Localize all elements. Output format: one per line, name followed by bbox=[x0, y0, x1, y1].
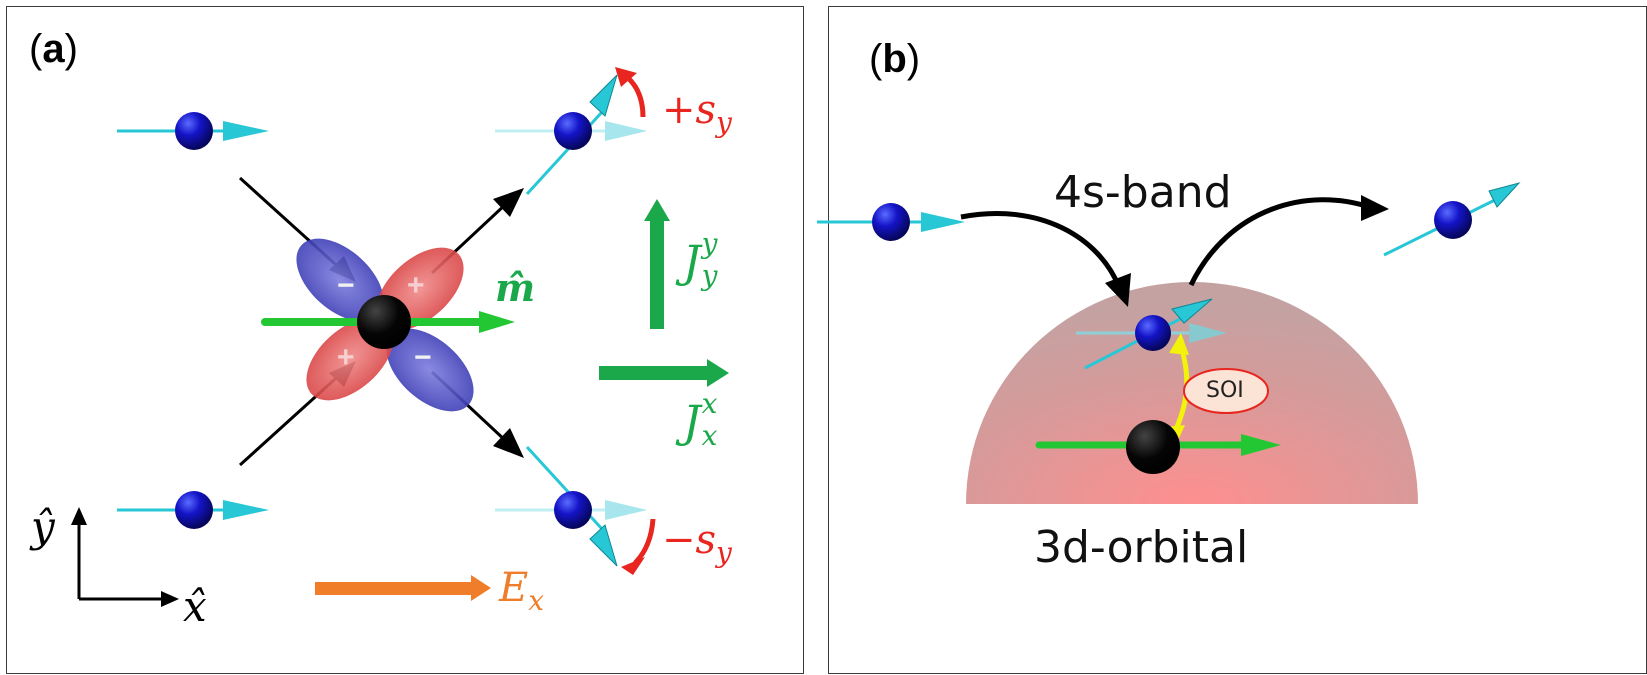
y-hat-label: ŷ bbox=[31, 502, 55, 551]
rotation-arrow-up bbox=[625, 75, 646, 118]
lobe-sign-upper-right: + bbox=[407, 269, 425, 302]
panel-a-drawing bbox=[71, 67, 729, 607]
arrow-into-orbital bbox=[960, 211, 1122, 288]
panel-b-drawing bbox=[817, 182, 1521, 504]
lobe-sign-lower-left: + bbox=[337, 341, 355, 374]
orbital-label: 3d-orbital bbox=[1034, 522, 1249, 573]
electron-top-right bbox=[495, 74, 647, 196]
panel-a-label: (a) bbox=[29, 27, 78, 71]
electron-in-orbital bbox=[1076, 298, 1227, 370]
lobe-sign-upper-left: − bbox=[337, 269, 355, 302]
x-hat-label: x̂ bbox=[183, 582, 207, 631]
rotation-arrow-down bbox=[633, 518, 656, 565]
atom-core-b bbox=[1126, 420, 1180, 474]
atom-core bbox=[357, 295, 411, 349]
band-label: 4s-band bbox=[1054, 167, 1232, 218]
electron-bottom-left bbox=[117, 491, 269, 529]
panel-b-label: (b) bbox=[869, 37, 921, 81]
current-jx-arrow bbox=[599, 366, 709, 380]
electron-outgoing bbox=[1383, 182, 1521, 257]
field-ex-arrow bbox=[315, 582, 473, 595]
s-plus-label: +sy bbox=[662, 87, 732, 139]
e-x-label: Ex bbox=[499, 565, 544, 617]
electron-incoming bbox=[817, 203, 965, 241]
panel-b: (b) bbox=[817, 6, 1647, 674]
current-jy-arrow bbox=[650, 221, 664, 329]
s-minus-label: −sy bbox=[662, 517, 732, 569]
lobe-sign-lower-right: − bbox=[414, 341, 432, 374]
electron-bottom-right bbox=[495, 445, 647, 567]
soi-badge bbox=[1183, 368, 1269, 414]
electron-top-left bbox=[117, 112, 269, 150]
m-hat-label: m̂ bbox=[495, 265, 536, 310]
arrow-out-of-orbital bbox=[1188, 197, 1370, 287]
soi-label: SOI bbox=[1206, 378, 1244, 403]
panel-a: (a) bbox=[6, 6, 804, 674]
